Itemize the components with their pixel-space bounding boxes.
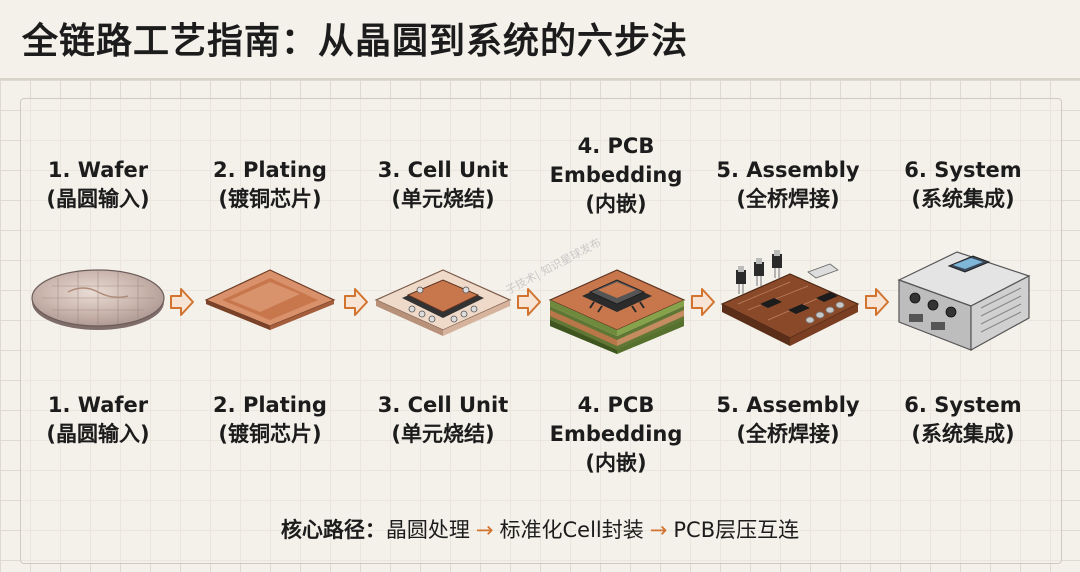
pcb-embedded-chip-icon xyxy=(548,269,686,354)
step-title: 6. System xyxy=(904,158,1022,182)
step-5-label-bottom: 5. Assembly (全桥焊接) xyxy=(703,391,873,449)
step-title: 5. Assembly xyxy=(716,158,860,182)
step-subtitle: (系统集成) xyxy=(911,187,1015,211)
full-bridge-board-icon xyxy=(720,250,860,346)
step-subtitle: (全桥焊接) xyxy=(736,187,840,211)
step-title: 6. System xyxy=(904,393,1022,417)
arrow-right-icon: → xyxy=(649,518,668,542)
flow-arrow-3-icon xyxy=(517,288,541,316)
flow-arrow-2-icon xyxy=(344,288,368,316)
core-path-label: 核心路径： xyxy=(280,518,386,542)
step-title: 1. Wafer xyxy=(47,393,149,417)
title-band: 全链路工艺指南：从晶圆到系统的六步法 xyxy=(0,0,1080,80)
wafer-icon xyxy=(31,269,165,330)
system-enclosure-icon xyxy=(897,251,1031,352)
step-title: 5. Assembly xyxy=(716,393,860,417)
step-6-label-bottom: 6. System (系统集成) xyxy=(878,391,1048,449)
step-subtitle: (系统集成) xyxy=(911,422,1015,446)
step-title: 2. Plating xyxy=(213,158,327,182)
step-1-label-bottom: 1. Wafer (晶圆输入) xyxy=(13,391,183,449)
step-4-label-bottom: 4. PCB Embedding (内嵌) xyxy=(531,391,701,478)
step-subtitle: (单元烧结) xyxy=(391,187,495,211)
sintered-cell-unit-icon xyxy=(374,269,512,336)
step-subtitle: (内嵌) xyxy=(585,192,647,216)
arrow-right-icon: → xyxy=(475,518,494,542)
flow-arrow-5-icon xyxy=(865,288,889,316)
step-2-label-top: 2. Plating (镀铜芯片) xyxy=(185,156,355,214)
step-title: 3. Cell Unit xyxy=(377,158,509,182)
step-subtitle: (内嵌) xyxy=(585,451,647,475)
page-title: 全链路工艺指南：从晶圆到系统的六步法 xyxy=(22,21,689,62)
step-title: 1. Wafer xyxy=(47,158,149,182)
copper-plated-chip-icon xyxy=(204,269,336,330)
step-subtitle: (单元烧结) xyxy=(391,422,495,446)
step-3-label-top: 3. Cell Unit (单元烧结) xyxy=(358,156,528,214)
step-title-line-1: 4. PCB xyxy=(577,393,655,417)
step-title-line-2: Embedding xyxy=(549,163,683,187)
step-title: 3. Cell Unit xyxy=(377,393,509,417)
step-6-label-top: 6. System (系统集成) xyxy=(878,156,1048,214)
core-path-summary: 核心路径：晶圆处理→标准化Cell封装→PCB层压互连 xyxy=(0,514,1080,544)
step-subtitle: (镀铜芯片) xyxy=(218,422,322,446)
step-4-label-top: 4. PCB Embedding (内嵌) xyxy=(531,132,701,219)
step-subtitle: (晶圆输入) xyxy=(46,422,150,446)
step-3-label-bottom: 3. Cell Unit (单元烧结) xyxy=(358,391,528,449)
step-2-label-bottom: 2. Plating (镀铜芯片) xyxy=(185,391,355,449)
process-flow-panel xyxy=(20,98,1062,564)
step-1-label-top: 1. Wafer (晶圆输入) xyxy=(13,156,183,214)
step-subtitle: (全桥焊接) xyxy=(736,422,840,446)
step-subtitle: (晶圆输入) xyxy=(46,187,150,211)
step-title-line-2: Embedding xyxy=(549,422,683,446)
flow-arrow-4-icon xyxy=(691,288,715,316)
core-path-stage-3: PCB层压互连 xyxy=(673,518,800,542)
step-5-label-top: 5. Assembly (全桥焊接) xyxy=(703,156,873,214)
step-title-line-1: 4. PCB xyxy=(577,134,655,158)
core-path-stage-1: 晶圆处理 xyxy=(385,518,470,542)
step-title: 2. Plating xyxy=(213,393,327,417)
flow-arrow-1-icon xyxy=(170,288,194,316)
core-path-stage-2: 标准化Cell封装 xyxy=(499,518,644,542)
step-subtitle: (镀铜芯片) xyxy=(218,187,322,211)
